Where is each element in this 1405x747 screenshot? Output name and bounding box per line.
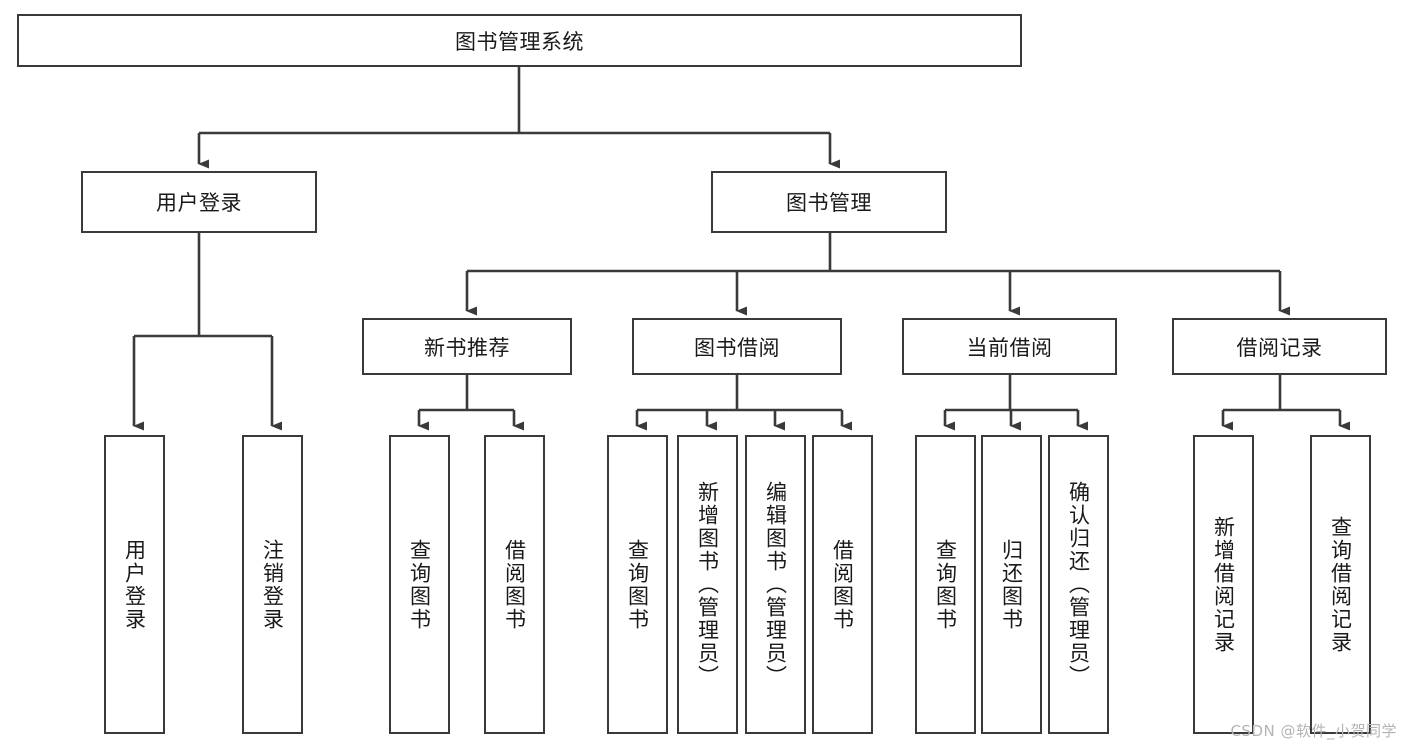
node-current-borrow-label: 当前借阅 xyxy=(966,335,1053,360)
node-new-book-rec[interactable]: 新书推荐 xyxy=(362,318,572,375)
node-current-borrow[interactable]: 当前借阅 xyxy=(902,318,1117,375)
leaf-edit-book[interactable]: 编辑图书（管理员） xyxy=(745,435,806,734)
node-book-manage[interactable]: 图书管理 xyxy=(711,171,947,233)
watermark: CSDN @软件_小贺同学 xyxy=(1230,722,1397,740)
leaf-query-record-label: 查询借阅记录 xyxy=(1328,515,1353,654)
leaf-logout-label: 注销登录 xyxy=(260,538,285,631)
leaf-add-record-label: 新增借阅记录 xyxy=(1211,515,1236,654)
leaf-borrow-book-a[interactable]: 借阅图书 xyxy=(484,435,545,734)
node-book-borrow-label: 图书借阅 xyxy=(694,335,780,360)
leaf-query-book-b-label: 查询图书 xyxy=(625,538,650,631)
node-borrow-record-label: 借阅记录 xyxy=(1236,335,1323,360)
leaf-borrow-book-b[interactable]: 借阅图书 xyxy=(812,435,873,734)
leaf-query-book-a[interactable]: 查询图书 xyxy=(389,435,450,734)
node-book-manage-label: 图书管理 xyxy=(786,191,872,215)
leaf-confirm-return-label: 确认归还（管理员） xyxy=(1066,481,1091,688)
leaf-borrow-book-a-label: 借阅图书 xyxy=(502,538,527,631)
node-book-borrow[interactable]: 图书借阅 xyxy=(632,318,842,375)
leaf-user-login[interactable]: 用户登录 xyxy=(104,435,165,734)
leaf-add-book[interactable]: 新增图书（管理员） xyxy=(677,435,738,734)
leaf-add-record[interactable]: 新增借阅记录 xyxy=(1193,435,1254,734)
leaf-query-book-c[interactable]: 查询图书 xyxy=(915,435,976,734)
node-borrow-record[interactable]: 借阅记录 xyxy=(1172,318,1387,375)
leaf-query-book-c-label: 查询图书 xyxy=(933,538,958,631)
node-new-book-rec-label: 新书推荐 xyxy=(424,335,510,360)
leaf-borrow-book-b-label: 借阅图书 xyxy=(830,538,855,631)
leaf-query-record[interactable]: 查询借阅记录 xyxy=(1310,435,1371,734)
leaf-query-book-a-label: 查询图书 xyxy=(407,538,432,631)
leaf-user-login-label: 用户登录 xyxy=(122,538,147,631)
leaf-add-book-label: 新增图书（管理员） xyxy=(695,481,720,688)
node-root[interactable]: 图书管理系统 xyxy=(17,14,1022,67)
leaf-query-book-b[interactable]: 查询图书 xyxy=(607,435,668,734)
leaf-return-book-label: 归还图书 xyxy=(999,538,1024,631)
leaf-edit-book-label: 编辑图书（管理员） xyxy=(763,481,788,688)
leaf-return-book[interactable]: 归还图书 xyxy=(981,435,1042,734)
node-user-login[interactable]: 用户登录 xyxy=(81,171,317,233)
node-root-label: 图书管理系统 xyxy=(455,29,584,54)
leaf-confirm-return[interactable]: 确认归还（管理员） xyxy=(1048,435,1109,734)
node-user-login-label: 用户登录 xyxy=(156,191,242,215)
leaf-logout[interactable]: 注销登录 xyxy=(242,435,303,734)
